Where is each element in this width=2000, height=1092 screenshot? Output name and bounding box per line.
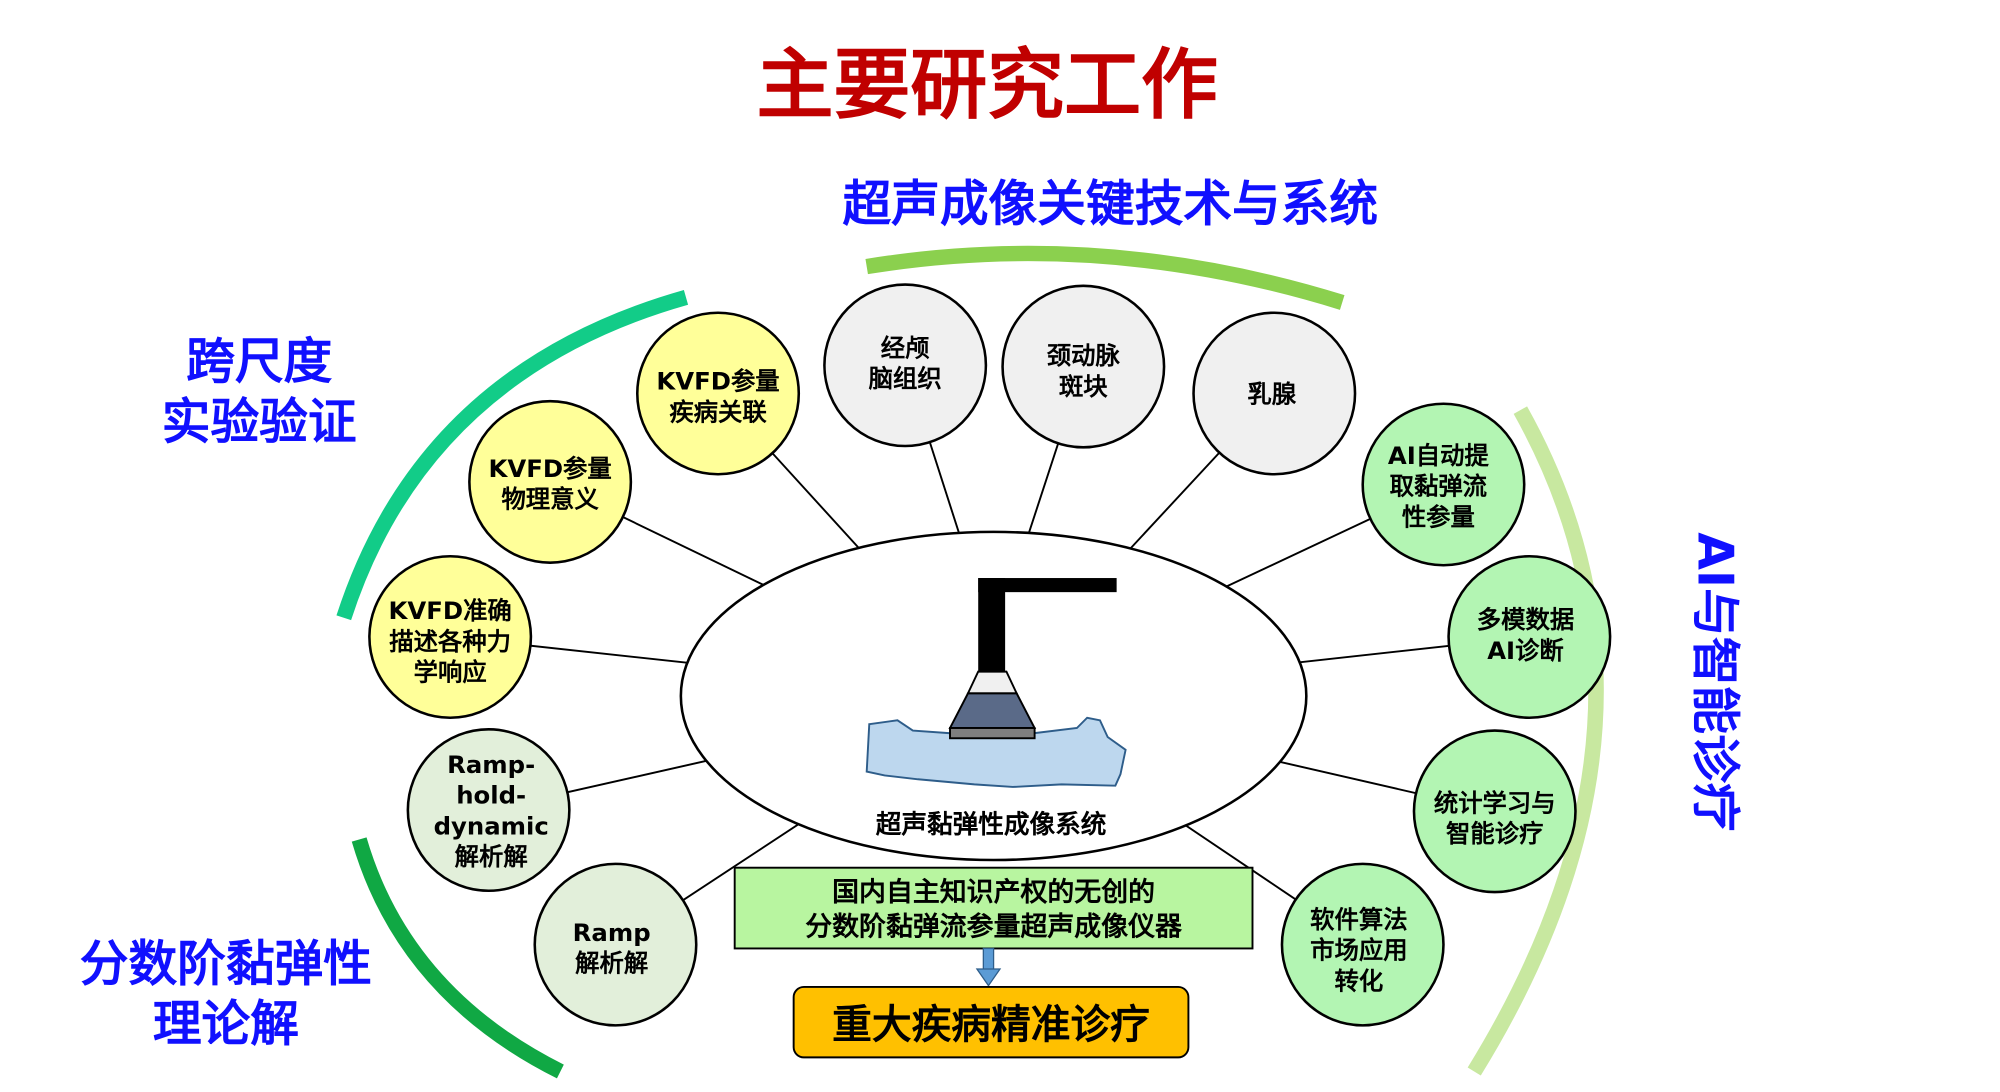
node-text: 斑块 [1059,372,1108,401]
node-text: Ramp- [447,750,535,779]
node-ai-extraction: AI自动提 取黏弹流 性参量 [1361,402,1526,567]
section-label-theory-1: 分数阶黏弹性 [80,936,372,992]
arc-theory [351,837,564,1079]
tissue-icon [865,716,1127,788]
node-ramp: Ramp 解析解 [533,862,698,1027]
node-text: 描述各种力 [389,627,511,656]
node-text: 颈动脉 [1047,341,1121,370]
instrument-box: 国内自主知识产权的无创的 分数阶黏弹流参量超声成像仪器 [733,866,1254,950]
section-label-crossscale-2: 实验验证 [162,394,357,450]
node-text: 统计学习与 [1434,788,1556,817]
node-kvfd-physics: KVFD参量 物理意义 [468,399,633,564]
node-statistical-learning: 统计学习与 智能诊疗 [1412,729,1577,894]
node-text: 解析解 [455,842,528,871]
node-breast: 乳腺 [1192,311,1357,476]
node-text: KVFD参量 [656,367,779,396]
node-text: KVFD参量 [489,454,612,483]
node-text: 市场应用 [1310,936,1407,965]
node-kvfd-disease: KVFD参量 疾病关联 [636,311,801,476]
node-carotid-plaque: 颈动脉 斑块 [1001,284,1166,449]
node-ramp-hold-dynamic: Ramp- hold- dynamic 解析解 [406,728,571,893]
node-text: 多模数据 [1477,605,1574,634]
section-label-crossscale-1: 跨尺度 [186,334,332,390]
node-text: 物理意义 [501,485,599,514]
arc-crossscale [336,289,689,621]
arc-imaging [865,245,1345,310]
instrument-text-2: 分数阶黏弹流参量超声成像仪器 [805,911,1183,943]
instrument-text-1: 国内自主知识产权的无创的 [832,876,1155,908]
node-kvfd-mechanics: KVFD准确 描述各种力 学响应 [368,554,533,720]
node-text: 智能诊疗 [1446,819,1543,848]
page-title: 主要研究工作 [757,42,1218,131]
node-text: 解析解 [575,949,648,978]
node-text: 学响应 [414,658,487,687]
node-text: 转化 [1335,966,1384,995]
outcome-text: 重大疾病精准诊疗 [832,1002,1150,1048]
node-text: 疾病关联 [669,397,767,426]
node-text: 软件算法 [1310,905,1407,934]
arrow-down-icon [975,947,1002,987]
node-text: 经颅 [881,333,930,362]
node-text: 性参量 [1402,502,1475,531]
center-label: 超声黏弹性成像系统 [876,809,1107,840]
section-label-theory-2: 理论解 [153,997,299,1053]
arc-ai [1467,406,1604,1076]
node-text: AI诊断 [1487,636,1564,665]
outcome-box: 重大疾病精准诊疗 [792,985,1190,1059]
node-text: AI自动提 [1388,441,1490,470]
node-text: hold- [456,781,526,810]
node-software-market: 软件算法 市场应用 转化 [1280,862,1445,1027]
node-multimodal-ai: 多模数据 AI诊断 [1447,554,1612,720]
section-label-imaging: 超声成像关键技术与系统 [842,176,1378,232]
node-text: dynamic [434,811,549,840]
node-text: 脑组织 [868,364,942,393]
node-text: Ramp [573,918,651,947]
node-text: 取黏弹流 [1390,472,1487,501]
node-text: 乳腺 [1247,379,1296,408]
ultrasound-probe-icon [948,578,1117,740]
section-label-ai: AI与智能诊疗 [1687,532,1743,831]
center-system: 超声黏弹性成像系统 [679,530,1308,862]
node-transcranial-brain: 经颅 脑组织 [823,283,988,448]
node-text: KVFD准确 [389,596,512,625]
